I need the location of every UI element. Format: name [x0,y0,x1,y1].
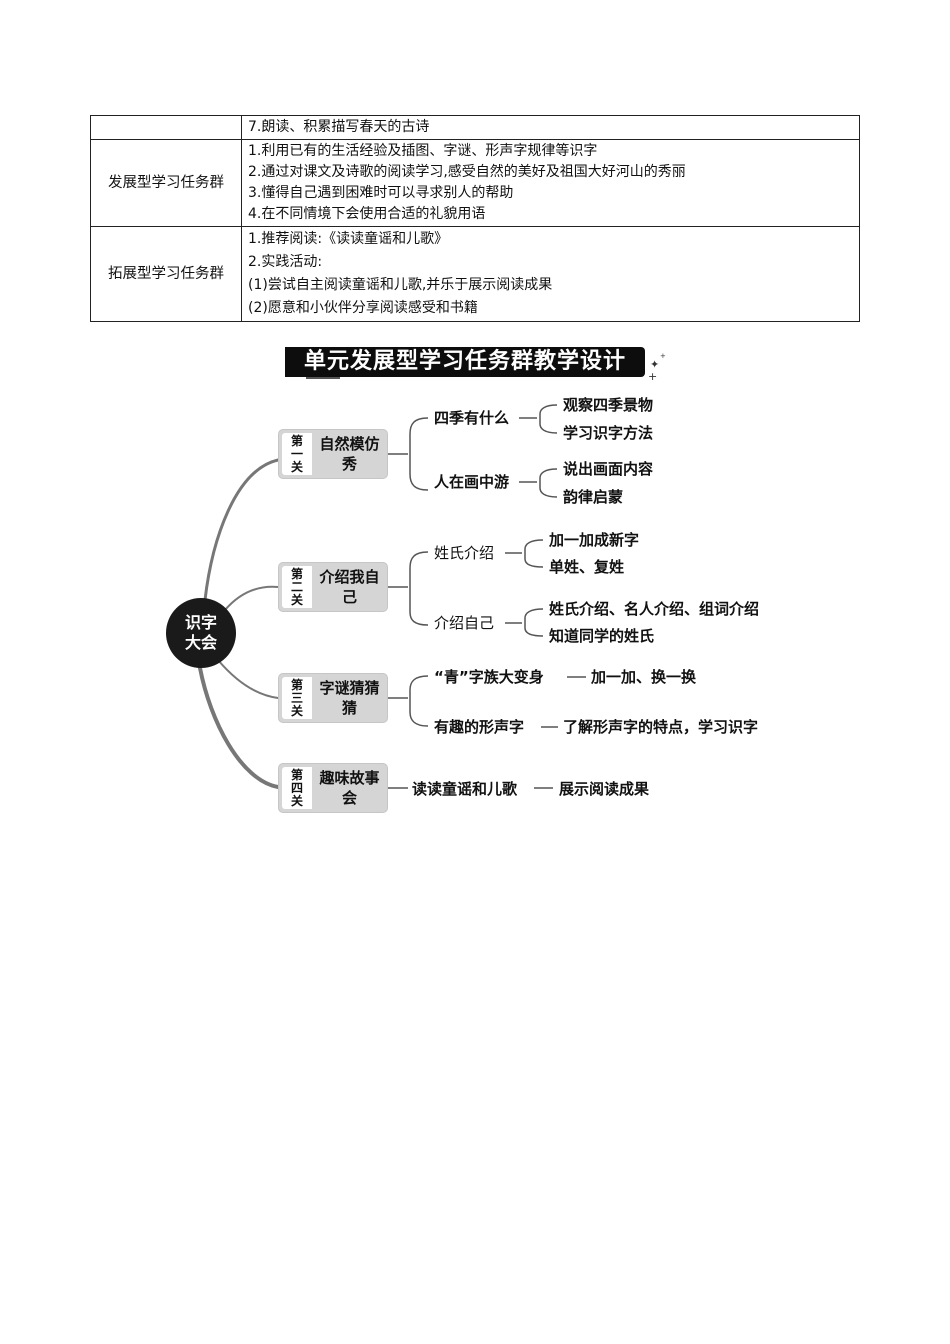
stage-number: 第 三 关 [282,677,312,719]
stage-1-node: 第 一 关 自然模仿秀 [278,429,388,479]
stage-number: 第 二 关 [282,566,312,608]
stage-number-char: 第 [290,677,303,692]
leaf-node: 学习识字方法 [563,424,654,442]
stage-number-char: 关 [290,592,303,607]
leaf-node: 加一加成新字 [549,531,640,549]
branch-node: “青”字族大变身 [434,668,544,686]
content-line: 4.在不同情境下会使用合适的礼貌用语 [248,206,486,222]
sparkle-icon: + [648,370,658,383]
leaf-node: 说出画面内容 [563,460,654,478]
content-line: 2.实践活动: [248,254,323,270]
stage-name: 自然模仿秀 [319,435,380,473]
content-line: 1.利用已有的生活经验及插图、字谜、形声字规律等识字 [248,143,598,159]
leaf-node: 观察四季景物 [563,396,654,414]
stage-4-node: 第 四 关 趣味故事会 [278,763,388,813]
content-line: 3.懂得自己遇到困难时可以寻求别人的帮助 [248,185,514,201]
content-line: 2.通过对课文及诗歌的阅读学习,感受自然的美好及祖国大好河山的秀丽 [248,164,686,180]
stage-number-char: 第 [290,566,303,581]
leaf-node: 了解形声字的特点，学习识字 [563,718,759,736]
leaf-node: 展示阅读成果 [559,780,650,798]
content-line: (1)尝试自主阅读童谣和儿歌,并乐于展示阅读成果 [248,277,553,293]
stage-number-char: 关 [290,459,303,474]
mindmap-hub: 识字 大会 [166,598,236,668]
branch-node: 四季有什么 [434,409,510,427]
stage-number-char: 二 [290,579,303,594]
hub-line-2: 大会 [184,633,217,652]
branch-node: 有趣的形声字 [434,718,525,736]
leaf-node: 姓氏介绍、名人介绍、组词介绍 [549,600,760,618]
row-content: 1.利用已有的生活经验及插图、字谜、形声字规律等识字 2.通过对课文及诗歌的阅读… [241,139,860,227]
stage-2-node: 第 二 关 介绍我自己 [278,562,388,612]
stage-number: 第 四 关 [282,767,312,809]
stage-3-node: 第 三 关 字谜猜猜猜 [278,673,388,723]
mindmap-title: 单元发展型学习任务群教学设计 [285,347,645,377]
row-label: 拓展型学习任务群 [90,226,242,322]
branch-node: 姓氏介绍 [434,544,495,562]
stage-number-char: 关 [290,703,303,718]
sparkle-icon: ✦ [650,358,660,371]
table-row: 发展型学习任务群 1.利用已有的生活经验及插图、字谜、形声字规律等识字 2.通过… [90,139,860,227]
branch-node: 人在画中游 [434,473,510,491]
content-line: 1.推荐阅读:《读读童谣和儿歌》 [248,231,449,247]
table-row: 拓展型学习任务群 1.推荐阅读:《读读童谣和儿歌》 2.实践活动: (1)尝试自… [90,226,860,322]
stage-name: 趣味故事会 [319,769,380,807]
content-line: 7.朗读、积累描写春天的古诗 [248,119,430,135]
leaf-node: 单姓、复姓 [549,558,625,576]
stage-number-char: 第 [290,433,303,448]
leaf-node: 知道同学的姓氏 [549,627,655,645]
branch-node: 读读童谣和儿歌 [412,780,518,798]
stage-number-char: 三 [290,690,303,705]
leaf-node: 加一加、换一换 [591,668,697,686]
stage-number-char: 关 [290,793,303,808]
stage-number-char: 一 [290,446,303,461]
stage-number-char: 四 [290,780,303,795]
content-line: (2)愿意和小伙伴分享阅读感受和书籍 [248,300,478,316]
stage-name: 介绍我自己 [319,568,380,606]
hub-line-1: 识字 [184,613,217,632]
branch-node: 介绍自己 [434,614,495,632]
stage-number-char: 第 [290,767,303,782]
row-content: 1.推荐阅读:《读读童谣和儿歌》 2.实践活动: (1)尝试自主阅读童谣和儿歌,… [241,226,860,322]
stage-number: 第 一 关 [282,433,312,475]
leaf-node: 韵律启蒙 [563,488,624,506]
sparkle-icon: + [660,352,666,360]
title-underline-decoration [306,377,340,379]
stage-name: 字谜猜猜猜 [319,679,380,717]
task-group-table: 7.朗读、积累描写春天的古诗 发展型学习任务群 1.利用已有的生活经验及插图、字… [90,115,860,322]
